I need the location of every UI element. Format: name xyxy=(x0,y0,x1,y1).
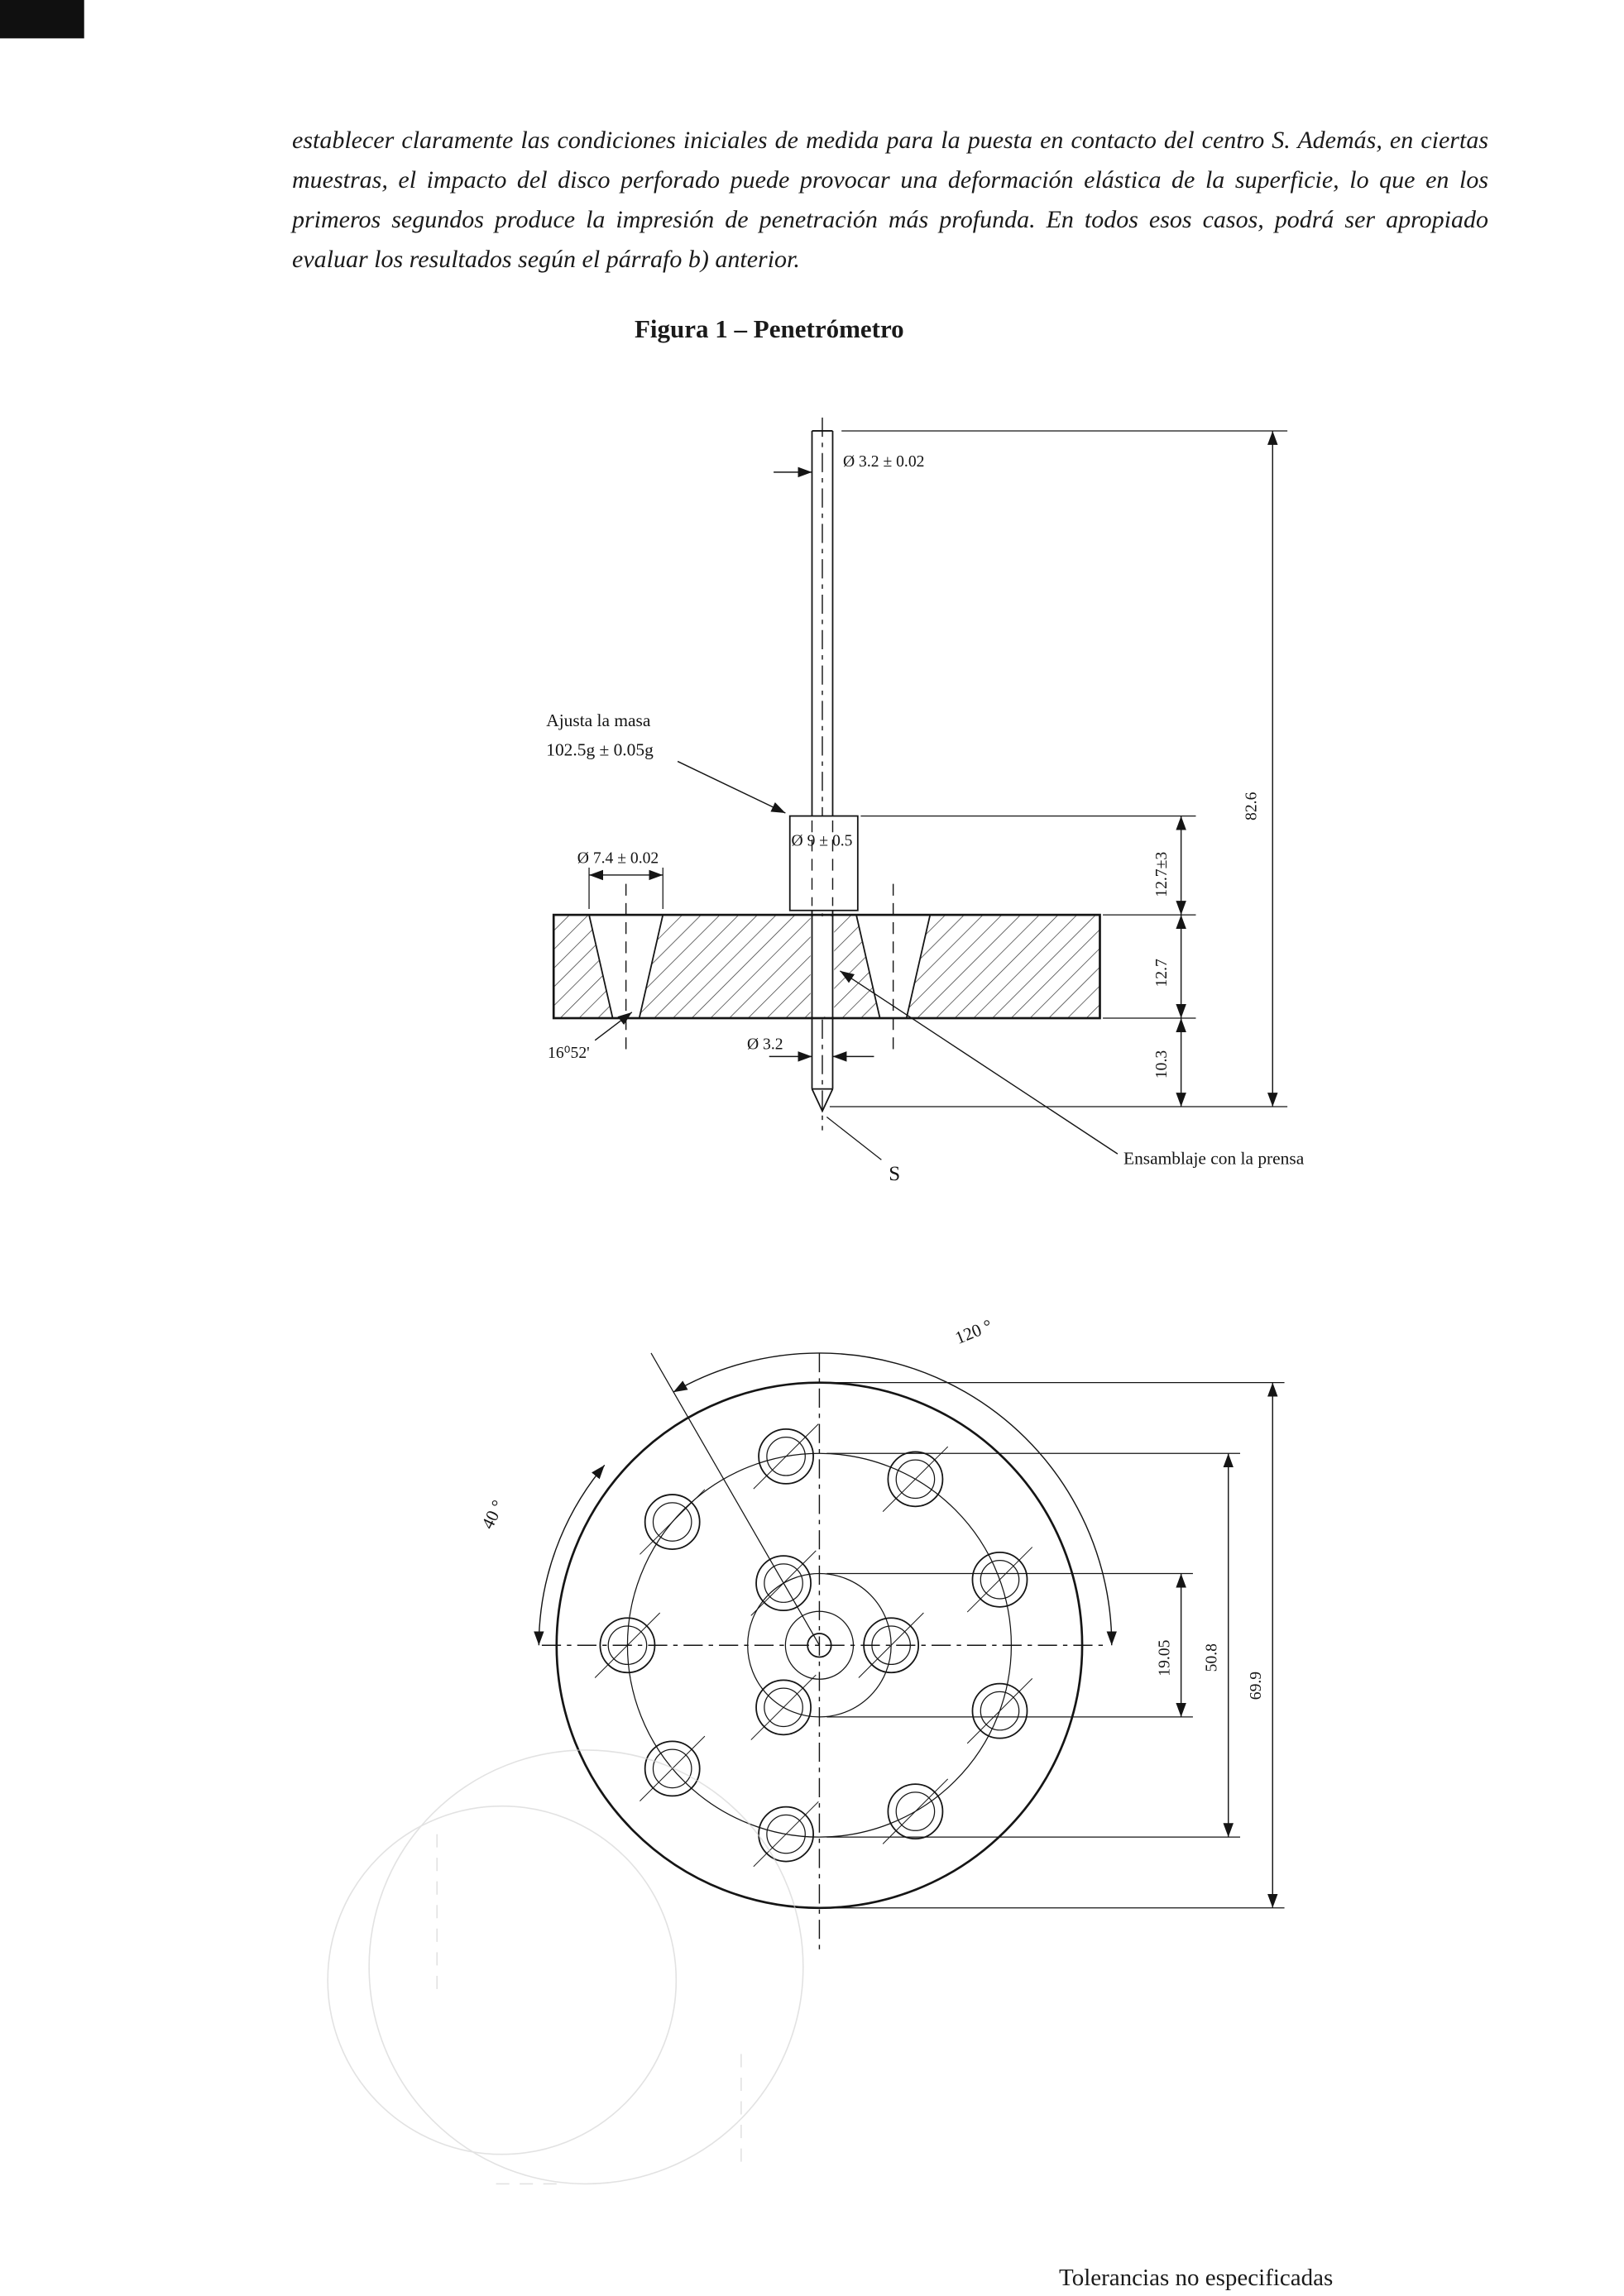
dim-50-label: 50.8 xyxy=(1203,1643,1220,1672)
disc-hole xyxy=(882,1446,949,1512)
disc-hole xyxy=(966,1678,1033,1744)
dim-needle-top: Ø 3.2 ± 0.02 xyxy=(774,453,924,478)
disc-hole xyxy=(750,1674,817,1740)
disc-hole xyxy=(594,1612,661,1678)
dim-tip-label: 10.3 xyxy=(1153,1050,1171,1079)
dim-needle-top-label: Ø 3.2 ± 0.02 xyxy=(843,453,924,471)
side-view-dimensions: 82.6 12.7±3 12.7 10.3 xyxy=(829,430,1288,1107)
scan-artifact xyxy=(0,0,84,39)
press-assembly-label: Ensamblaje con la prensa xyxy=(1123,1149,1305,1169)
dim-hole-dia-label: Ø 7.4 ± 0.02 xyxy=(577,850,659,868)
mass-adjust-line1: Ajusta la masa xyxy=(546,710,651,730)
disc-section xyxy=(552,883,1101,1050)
construction-artifacts xyxy=(327,1749,804,2185)
disc-hole xyxy=(640,1489,706,1555)
disc-hole xyxy=(640,1735,706,1801)
top-view-dimensions: 19.05 50.8 69.9 xyxy=(823,1382,1285,1909)
disc-hole xyxy=(882,1778,949,1844)
dim-collar-height-label: 12.7±3 xyxy=(1153,852,1171,897)
angle-120-label: 120 ° xyxy=(952,1315,995,1347)
dim-hole-dia: Ø 7.4 ± 0.02 xyxy=(577,850,663,909)
dim-69-label: 69.9 xyxy=(1248,1672,1265,1700)
mass-adjust-line2: 102.5g ± 0.05g xyxy=(546,739,654,759)
disc-hole xyxy=(750,1550,817,1616)
body-paragraph: establecer claramente las condiciones in… xyxy=(292,127,1488,273)
dim-overall-label: 82.6 xyxy=(1243,792,1261,820)
disc-hole xyxy=(966,1547,1033,1613)
dim-collar-dia-label: Ø 9 ± 0.5 xyxy=(792,832,853,849)
top-view-drawing: 120 ° 40 ° 19.05 50.8 69.9 xyxy=(327,1315,1285,2185)
needle-rod xyxy=(811,417,834,1131)
disc-hole xyxy=(753,1423,819,1490)
point-s-callout: S xyxy=(826,1117,900,1185)
taper-angle-callout: 16⁰52' xyxy=(548,1012,633,1062)
dim-disc-thickness-label: 12.7 xyxy=(1153,959,1171,988)
angle-40-label: 40 ° xyxy=(477,1497,508,1532)
tolerance-note: Tolerancias no especificadas xyxy=(1059,2265,1334,2291)
dim-needle-lower-label: Ø 3.2 xyxy=(747,1036,783,1053)
press-assembly-callout: Ensamblaje con la prensa xyxy=(840,970,1305,1169)
figure-title: Figura 1 – Penetrómetro xyxy=(635,314,904,343)
dim-needle-lower: Ø 3.2 xyxy=(747,1036,874,1062)
point-s-label: S xyxy=(889,1163,900,1185)
mass-collar xyxy=(788,815,859,911)
dim-19-label: 19.05 xyxy=(1156,1639,1173,1676)
side-view-drawing: Ø 3.2 ± 0.02 Ajusta la masa 102.5g ± 0.0… xyxy=(546,417,1305,1185)
angle-dimensions: 120 ° 40 ° xyxy=(477,1315,1117,1646)
mass-adjust-note: Ajusta la masa 102.5g ± 0.05g xyxy=(546,710,786,814)
disc-hole xyxy=(753,1801,819,1868)
taper-angle-label: 16⁰52' xyxy=(548,1045,590,1062)
